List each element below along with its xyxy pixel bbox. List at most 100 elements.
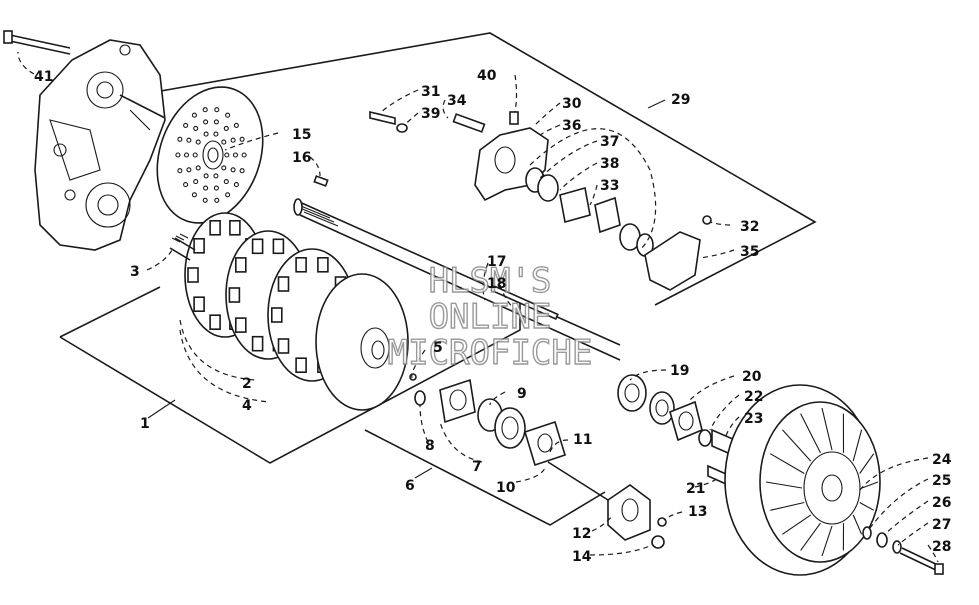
callout-35: 35 xyxy=(740,244,759,260)
disc-hole xyxy=(203,119,209,125)
callout-7: 7 xyxy=(472,459,482,475)
disc-hole xyxy=(233,122,239,128)
disc-hole xyxy=(214,197,220,203)
callout-21: 21 xyxy=(686,481,705,497)
disc-hole xyxy=(175,152,181,158)
wheel-spoke xyxy=(859,502,874,511)
bolt-41 xyxy=(3,30,71,55)
sprocket-tooth xyxy=(187,267,199,283)
callout-23: 23 xyxy=(744,411,763,427)
wheel-spoke xyxy=(800,522,821,551)
sprocket-tooth xyxy=(235,317,247,333)
bracket-12 xyxy=(547,461,667,549)
wheel-spoke xyxy=(782,514,812,535)
callout-2: 2 xyxy=(242,376,252,392)
disc-hole xyxy=(224,152,230,158)
disc-hole xyxy=(213,173,219,179)
wheel-spoke xyxy=(781,429,812,462)
callout-5: 5 xyxy=(433,340,443,356)
callout-13: 13 xyxy=(688,504,707,520)
callout-3: 3 xyxy=(130,264,140,280)
callout-16: 16 xyxy=(292,150,311,166)
disc-hole xyxy=(183,182,189,188)
callout-19: 19 xyxy=(670,363,689,379)
disc-hole xyxy=(195,139,201,145)
disc-hole xyxy=(191,192,197,198)
sprocket-tooth xyxy=(229,220,241,236)
callout-18: 18 xyxy=(487,276,506,292)
disc-hole xyxy=(213,131,219,137)
callout-40: 40 xyxy=(477,68,497,84)
sprocket-tooth xyxy=(209,314,221,331)
disc-hole xyxy=(239,168,245,174)
wheel-spoke xyxy=(770,453,805,474)
disc-hole xyxy=(230,167,236,173)
assembly-frame-brake xyxy=(137,32,817,306)
callout-17: 17 xyxy=(487,254,506,270)
bearing-housing-left xyxy=(409,373,566,467)
wheel-spoke xyxy=(859,453,875,474)
watermark-line-3: MICROFICHE xyxy=(388,333,593,373)
disc-hole xyxy=(203,131,209,137)
callout-labels: 1 2 3 4 5 6 7 8 9 10 11 12 13 14 15 16 1… xyxy=(34,68,952,565)
disc-hole xyxy=(191,112,197,118)
callout-36: 36 xyxy=(562,118,581,134)
disc-hole xyxy=(186,137,192,143)
leader-lines xyxy=(17,51,939,563)
callout-12: 12 xyxy=(572,526,591,542)
watermark-line-1: HLSM'S xyxy=(429,261,552,301)
disc-hole xyxy=(241,152,247,158)
key-16 xyxy=(313,175,329,187)
disc-hole xyxy=(213,185,219,191)
wheel-spoke xyxy=(852,429,863,462)
callout-22: 22 xyxy=(744,389,763,405)
disc-hole xyxy=(192,152,198,158)
disc-hole xyxy=(177,136,183,142)
disc-hole xyxy=(225,192,231,198)
disc-hole xyxy=(183,152,190,158)
disc-hole xyxy=(233,182,239,188)
leader-2 xyxy=(179,319,256,381)
disc-hole xyxy=(193,125,199,131)
disc-hole xyxy=(232,152,239,158)
callout-29: 29 xyxy=(671,92,690,108)
idler-wheel xyxy=(724,384,881,576)
callout-28: 28 xyxy=(932,539,951,555)
disc-hole xyxy=(202,197,208,203)
disc-hole xyxy=(225,112,231,118)
disc-hole xyxy=(203,173,209,179)
disc-hole xyxy=(223,179,229,185)
leader-4 xyxy=(179,329,271,403)
callout-4: 4 xyxy=(242,398,252,414)
sprocket-tooth xyxy=(251,335,264,352)
callout-37: 37 xyxy=(600,134,619,150)
sprocket-tooth xyxy=(209,220,221,236)
track-drive-sprockets xyxy=(169,212,409,411)
disc-hole xyxy=(221,165,227,171)
sprocket-tooth xyxy=(277,276,290,292)
disc-hole xyxy=(193,179,199,185)
callout-8: 8 xyxy=(425,438,435,454)
sprocket-tooth xyxy=(251,238,264,255)
wheel-spoke xyxy=(800,413,821,454)
sprocket-tooth xyxy=(295,357,307,374)
callout-39: 39 xyxy=(421,106,440,122)
wheel-spoke xyxy=(852,514,863,535)
watermark: HLSM'S ONLINE MICROFICHE xyxy=(387,260,593,373)
sprocket-tooth xyxy=(295,256,307,273)
disc-hole xyxy=(214,107,220,113)
sprocket-tooth xyxy=(272,238,285,255)
disc-hole xyxy=(202,107,208,113)
disc-hole xyxy=(213,119,219,125)
sprocket-tooth xyxy=(193,238,205,254)
callout-24: 24 xyxy=(932,452,952,468)
disc-hole xyxy=(221,139,227,145)
washers-bolt-25-28 xyxy=(862,526,944,575)
disc-hole xyxy=(186,167,192,173)
callout-20: 20 xyxy=(742,369,762,385)
callout-34: 34 xyxy=(447,93,467,109)
callout-30: 30 xyxy=(562,96,582,112)
disc-hole xyxy=(195,165,201,171)
